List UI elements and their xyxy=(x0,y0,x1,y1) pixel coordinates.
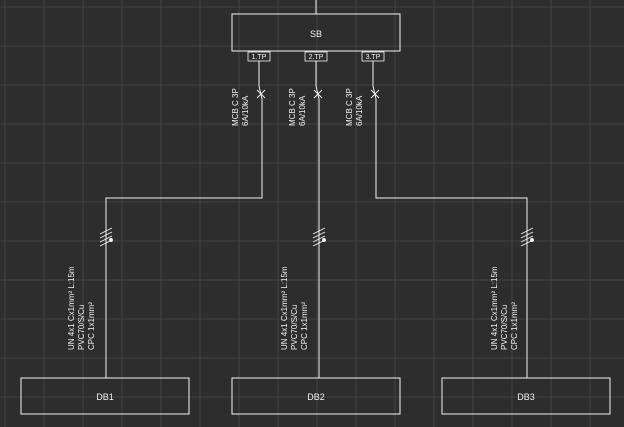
way-tag: 2.TP xyxy=(309,54,324,61)
cable-description-2: UN 4x1 Cx1mm² L:15m PVC70/S/Cu CPC 1x1mm… xyxy=(280,266,309,350)
svg-text:CPC 1x1mm²: CPC 1x1mm² xyxy=(87,302,96,350)
distribution-board-2[interactable]: DB2 xyxy=(231,377,401,415)
breaker-icon xyxy=(256,89,266,99)
distribution-board-3[interactable]: DB3 xyxy=(441,377,611,415)
cable-description-3: UN 4x1 Cx1mm² L:15m PVC70/S/Cu CPC 1x1mm… xyxy=(490,266,519,350)
way-tag: 3.TP xyxy=(366,54,381,61)
source-board[interactable]: SB xyxy=(231,13,401,52)
distribution-board-1[interactable]: DB1 xyxy=(20,377,190,415)
svg-text:CPC 1x1mm²: CPC 1x1mm² xyxy=(510,302,519,350)
outgoing-way-1[interactable]: 1.TP MCB C 3P 6A/10kA xyxy=(105,51,271,378)
svg-text:PVC70/S/Cu: PVC70/S/Cu xyxy=(290,305,299,350)
breaker-rating-line1: MCB C 3P xyxy=(231,88,240,126)
source-board-label: SB xyxy=(310,29,322,39)
way-tag: 1.TP xyxy=(252,54,267,61)
cable-description-1: UN 4x1 Cx1mm² L:15m PVC70/S/Cu CPC 1x1mm… xyxy=(67,266,96,350)
cable-mark-3-icon xyxy=(520,227,534,247)
breaker-rating-line1: MCB C 3P xyxy=(288,88,297,126)
svg-text:UN 4x1 Cx1mm² L:15m: UN 4x1 Cx1mm² L:15m xyxy=(67,266,76,350)
distribution-board-label: DB1 xyxy=(96,392,114,402)
svg-text:UN 4x1 Cx1mm² L:15m: UN 4x1 Cx1mm² L:15m xyxy=(490,266,499,350)
breaker-rating-line2: 6A/10kA xyxy=(355,95,364,126)
way-3-feeder-line xyxy=(372,61,528,378)
breaker-rating-line2: 6A/10kA xyxy=(241,95,250,126)
cable-mark-2-icon xyxy=(312,227,326,247)
breaker-icon xyxy=(313,89,323,99)
breaker-rating-line2: 6A/10kA xyxy=(298,95,307,126)
svg-text:UN 4x1 Cx1mm² L:15m: UN 4x1 Cx1mm² L:15m xyxy=(280,266,289,350)
distribution-board-label: DB2 xyxy=(307,392,325,402)
breaker-icon xyxy=(370,89,380,99)
way-1-feeder-line xyxy=(105,61,263,378)
cable-mark-1-icon xyxy=(99,227,113,247)
svg-text:CPC 1x1mm²: CPC 1x1mm² xyxy=(300,302,309,350)
distribution-board-label: DB3 xyxy=(517,392,535,402)
svg-text:PVC70/S/Cu: PVC70/S/Cu xyxy=(77,305,86,350)
svg-text:PVC70/S/Cu: PVC70/S/Cu xyxy=(500,305,509,350)
outgoing-way-3[interactable]: 3.TP MCB C 3P 6A/10kA xyxy=(345,51,528,378)
breaker-rating-line1: MCB C 3P xyxy=(345,88,354,126)
